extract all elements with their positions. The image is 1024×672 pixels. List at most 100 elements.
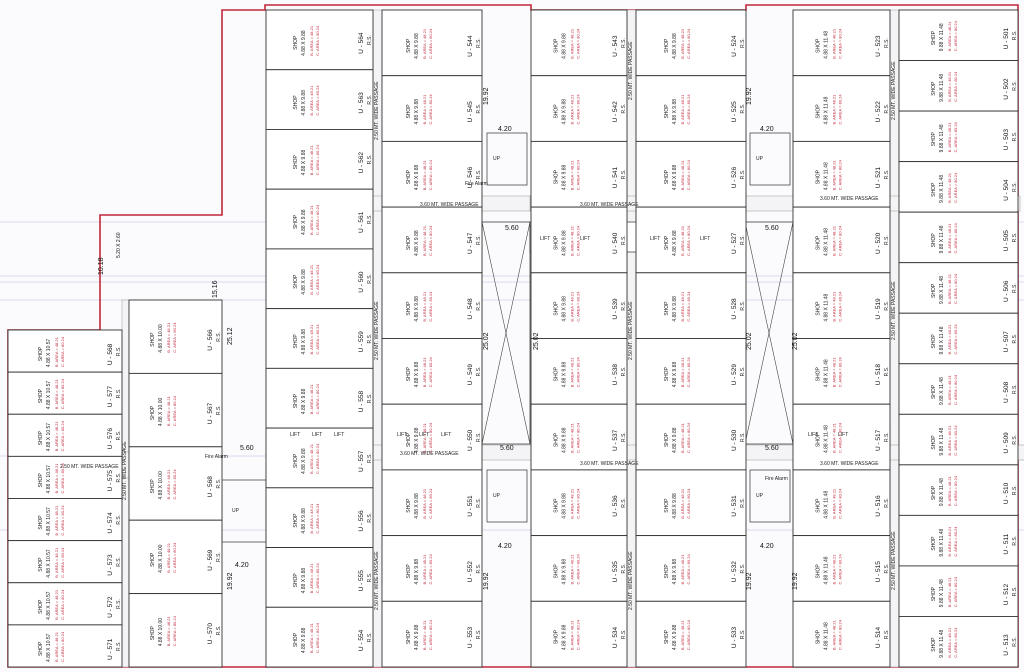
area-line: C. AREA = 80.24 — [686, 159, 691, 190]
stair-up-label: UP — [756, 156, 764, 162]
shop-unit — [898, 60, 1019, 112]
area-line: C. AREA = 80.24 — [838, 291, 843, 322]
unit-number: U - 556 — [358, 510, 365, 532]
shop-unit — [530, 600, 628, 668]
shop-unit — [7, 540, 123, 584]
unit-number: U - 568 — [107, 343, 114, 365]
rs-label: R.S. — [884, 367, 890, 377]
rs-label: R.S. — [116, 431, 122, 441]
rs-label: R.S. — [884, 235, 890, 245]
shop-unit — [792, 600, 891, 668]
unit-number: U - 559 — [358, 331, 365, 353]
area-line: B. AREA = 48.21 — [309, 204, 314, 235]
shop-label: SHOP — [816, 104, 822, 119]
shop-unit — [265, 69, 374, 130]
shop-unit — [898, 262, 1019, 314]
area-line: C. AREA = 80.24 — [686, 225, 691, 256]
shop-size: 4.88 X 11.48 — [824, 491, 830, 519]
unit-number: U - 548 — [467, 298, 474, 320]
unit-number: U - 551 — [467, 495, 474, 517]
area-line: B. AREA = 48.21 — [832, 94, 837, 125]
rs-label: R.S. — [367, 214, 373, 224]
shop-size: 4.88 X 10.57 — [46, 338, 52, 367]
rs-label: R.S. — [740, 367, 746, 377]
area-line: C. AREA = 80.24 — [60, 505, 65, 536]
shop-label: SHOP — [150, 625, 156, 640]
shop-size: 4.88 X 9.88 — [672, 624, 678, 650]
shop-label: SHOP — [816, 629, 822, 644]
shop-unit — [381, 75, 483, 142]
area-line: B. AREA = 48.21 — [422, 619, 427, 650]
shop-unit — [7, 371, 123, 415]
area-line: C. AREA = 80.24 — [428, 94, 433, 125]
unit-number: U - 506 — [1003, 280, 1010, 302]
unit-number: U - 552 — [467, 561, 474, 583]
shop-size: 4.88 X 9.88 — [301, 448, 307, 474]
shop-label: SHOP — [150, 479, 156, 494]
shop-label: SHOP — [38, 430, 44, 445]
rs-label: R.S. — [740, 104, 746, 114]
area-line: C. AREA = 80.24 — [60, 378, 65, 409]
area-line: B. AREA = 48.21 — [569, 160, 574, 191]
dimension-label: 5.60 — [765, 225, 779, 232]
rs-label: R.S. — [621, 629, 627, 639]
shop-label: SHOP — [406, 169, 412, 184]
shop-size: 4.88 X 9.88 — [672, 99, 678, 125]
dimension-label: 19.92 — [483, 572, 490, 590]
area-line: C. AREA = 80.24 — [575, 291, 580, 322]
rs-label: R.S. — [367, 393, 373, 403]
area-line: B. AREA = 48.21 — [54, 505, 59, 536]
area-line: B. AREA = 48.21 — [832, 291, 837, 322]
area-line: B. AREA = 48.21 — [680, 357, 685, 388]
unit-number: U - 572 — [107, 596, 114, 618]
passage-label: 2.50 MT. WIDE PASSAGE — [891, 531, 897, 590]
lift-label: LIFT — [290, 432, 300, 438]
unit-number: U - 576 — [107, 428, 114, 450]
shop-unit — [128, 446, 223, 521]
lift-label: LIFT — [838, 432, 848, 438]
unit-number: U - 567 — [207, 402, 214, 424]
passage-label: 2.50 MT. WIDE PASSAGE — [628, 301, 634, 360]
shop-label: SHOP — [664, 301, 670, 316]
area-line: C. AREA = 80.24 — [575, 619, 580, 650]
shop-unit — [381, 600, 483, 668]
rs-label: R.S. — [740, 301, 746, 311]
unit-number: U - 540 — [612, 232, 619, 254]
unit-number: U - 530 — [731, 429, 738, 451]
shop-unit — [265, 487, 374, 548]
area-line: C. AREA = 80.24 — [428, 225, 433, 256]
unit-number: U - 526 — [731, 167, 738, 189]
rs-label: R.S. — [740, 629, 746, 639]
dimension-label: 5.60 — [500, 445, 514, 452]
rs-label: R.S. — [367, 274, 373, 284]
shop-label: SHOP — [931, 485, 937, 500]
shop-unit — [530, 469, 628, 537]
rs-label: R.S. — [740, 432, 746, 442]
passage-label: 3.60 MT. WIDE PASSAGE — [820, 196, 879, 202]
area-line: B. AREA = 48.21 — [309, 622, 314, 653]
shop-unit — [898, 9, 1019, 61]
rs-label: R.S. — [476, 629, 482, 639]
area-line: C. AREA = 80.24 — [315, 204, 320, 235]
rs-label: R.S. — [476, 235, 482, 245]
unit-number: U - 502 — [1003, 78, 1010, 100]
shop-unit — [898, 464, 1019, 516]
unit-number: U - 549 — [467, 364, 474, 386]
shop-size: 4.88 X 10.57 — [46, 591, 52, 620]
rs-label: R.S. — [216, 332, 222, 342]
shop-unit — [635, 272, 747, 339]
unit-number: U - 561 — [358, 211, 365, 233]
shop-label: SHOP — [293, 513, 299, 528]
rs-label: R.S. — [621, 38, 627, 48]
area-line: C. AREA = 80.24 — [60, 463, 65, 494]
shop-unit — [530, 272, 628, 339]
rs-label: R.S. — [476, 104, 482, 114]
shop-size: 4.88 X 9.88 — [301, 269, 307, 295]
rs-label: R.S. — [884, 301, 890, 311]
rs-label: R.S. — [367, 632, 373, 642]
area-line: B. AREA = 48.21 — [569, 94, 574, 125]
shop-unit — [381, 469, 483, 537]
area-line: B. AREA = 48.21 — [680, 488, 685, 519]
unit-number: U - 507 — [1003, 331, 1010, 353]
